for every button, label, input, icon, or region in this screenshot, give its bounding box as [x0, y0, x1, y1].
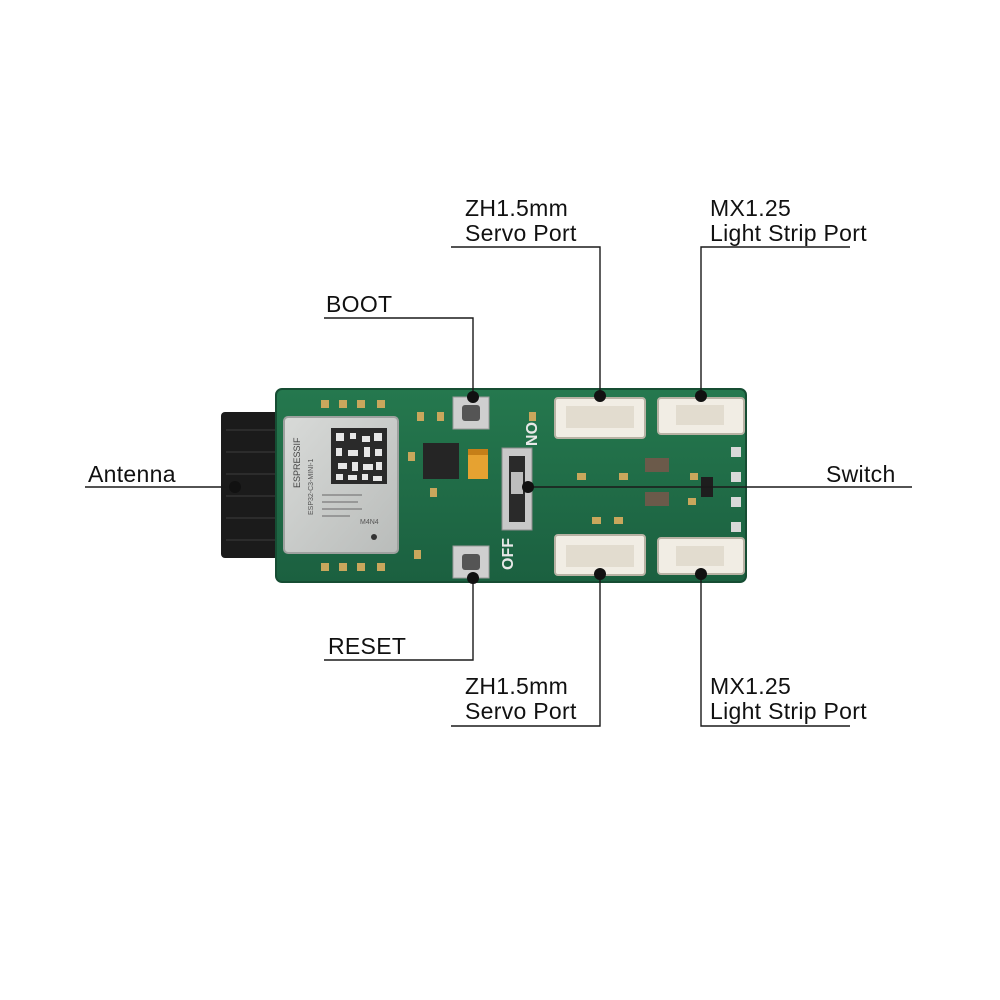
label-light-strip-port-top: MX1.25 Light Strip Port — [710, 196, 867, 246]
module-brand: ESPRESSIF — [292, 437, 302, 488]
ic-chip — [423, 443, 459, 479]
servo-connector-top — [554, 397, 646, 439]
servo-connector-bottom — [554, 534, 646, 576]
label-boot: BOOT — [326, 291, 393, 317]
label-light-bottom-line1: MX1.25 — [710, 673, 792, 699]
label-servo-bottom-line1: ZH1.5mm — [465, 673, 569, 699]
leader-boot — [324, 317, 474, 397]
label-light-bottom-line2: Light Strip Port — [710, 698, 867, 724]
label-antenna: Antenna — [88, 461, 176, 487]
label-switch: Switch — [826, 461, 896, 487]
switch-on-label: ON — [522, 422, 539, 446]
label-servo-bottom-line2: Servo Port — [465, 698, 577, 724]
capacitor — [468, 449, 488, 479]
module-code: M4N4 — [360, 519, 379, 526]
label-reset: RESET — [328, 633, 407, 659]
light-connector-top — [657, 397, 745, 435]
module-model: ESP32-C3-MINI-1 — [308, 458, 315, 515]
leader-light-bottom — [700, 574, 850, 727]
label-light-top-line1: MX1.25 — [710, 195, 792, 221]
leader-reset — [324, 578, 474, 661]
antenna-block — [221, 412, 287, 558]
label-light-strip-port-bottom: MX1.25 Light Strip Port — [710, 674, 867, 724]
label-servo-port-bottom: ZH1.5mm Servo Port — [465, 674, 577, 724]
label-servo-top-line2: Servo Port — [465, 220, 577, 246]
leader-servo-top — [451, 246, 601, 396]
label-light-top-line2: Light Strip Port — [710, 220, 867, 246]
leader-servo-bottom — [451, 574, 601, 727]
label-servo-port-top: ZH1.5mm Servo Port — [465, 196, 577, 246]
leader-light-top — [700, 246, 850, 396]
label-servo-top-line1: ZH1.5mm — [465, 195, 569, 221]
switch-off-label: OFF — [500, 538, 517, 570]
